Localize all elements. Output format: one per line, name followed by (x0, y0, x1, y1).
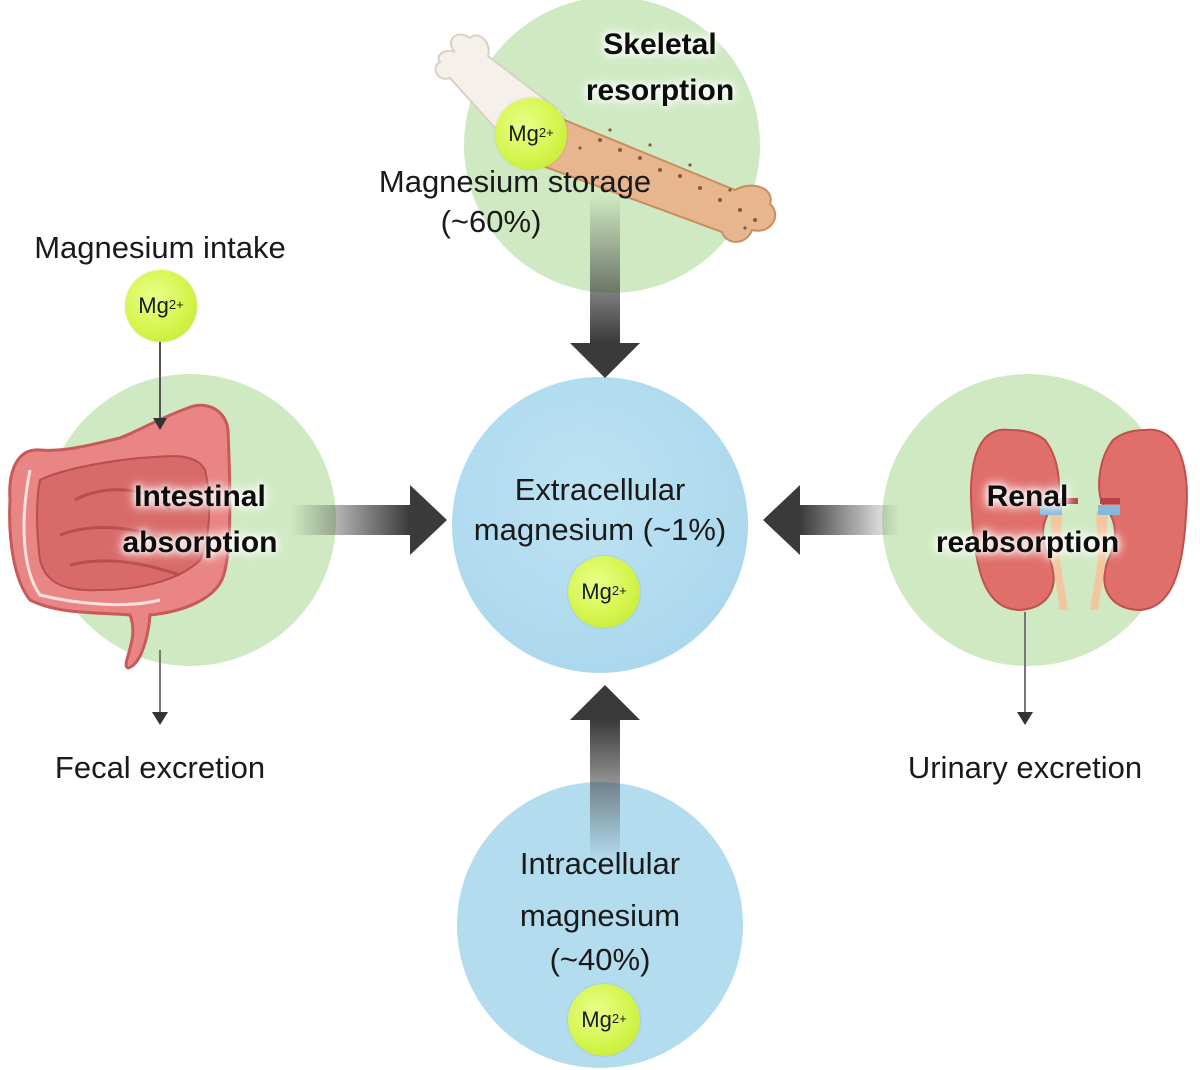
arrow-to-fecal-excretion (152, 650, 168, 725)
kidney-illustration (969, 428, 1188, 612)
intracellular-circle (457, 782, 743, 1068)
arrow-renal-to-extracellular (763, 485, 900, 555)
arrow-intestinal-to-extracellular (290, 485, 447, 555)
arrow-intracellular-to-extracellular (570, 685, 640, 860)
fecal-excretion-label: Fecal excretion (54, 750, 266, 785)
arrow-to-urinary-excretion (1017, 612, 1033, 725)
magnesium-storage-label: Magnesium storage (~60%) (378, 164, 652, 239)
intestine-illustration (8, 403, 232, 670)
arrow-skeletal-to-extracellular (570, 195, 640, 378)
arrow-intake-to-intestine (153, 338, 167, 430)
urinary-excretion-label: Urinary excretion (907, 750, 1143, 785)
magnesium-intake-label: Magnesium intake (34, 230, 286, 265)
extracellular-circle (452, 377, 748, 673)
intracellular-magnesium-label: Intracellular magnesium (~40%) (519, 846, 681, 977)
